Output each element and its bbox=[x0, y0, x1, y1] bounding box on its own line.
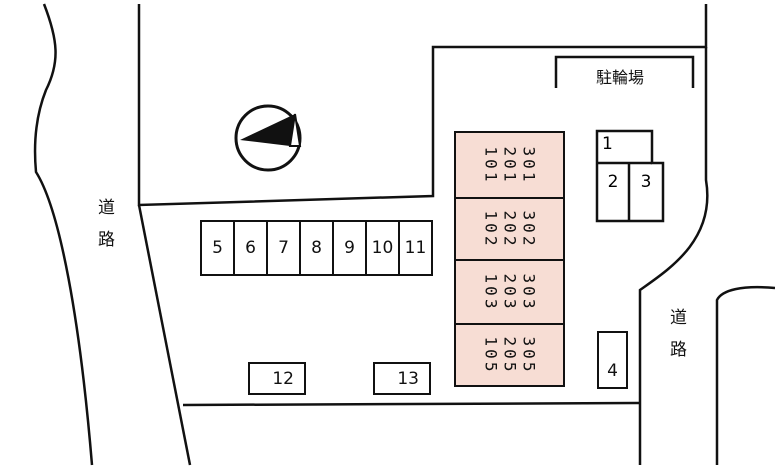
parking-slot-1: 1 bbox=[597, 131, 652, 163]
unit-103: 103 bbox=[481, 273, 500, 311]
parking-slot-6-label: 6 bbox=[245, 238, 256, 258]
parking-slot-4: 4 bbox=[597, 331, 628, 389]
parking-slot-7: 7 bbox=[266, 220, 301, 276]
right-road-label-char-2: 路 bbox=[670, 340, 687, 360]
left-road-label: 道 路 bbox=[98, 192, 115, 256]
parking-slot-6: 6 bbox=[233, 220, 268, 276]
unit-203: 203 bbox=[500, 273, 519, 311]
bicycle-parking-label: 駐輪場 bbox=[596, 68, 645, 87]
unit-202: 202 bbox=[500, 210, 519, 248]
parking-slot-11: 11 bbox=[398, 220, 433, 276]
north-arrow-icon bbox=[234, 104, 302, 172]
right-road-label-char-1: 道 bbox=[670, 308, 687, 328]
building-unit-column-2: 302 202 102 bbox=[454, 197, 565, 261]
parking-slot-3-label: 3 bbox=[640, 172, 652, 192]
parking-slot-1-label: 1 bbox=[602, 134, 613, 154]
parking-slot-8-label: 8 bbox=[311, 238, 322, 258]
building-unit-column-1: 301 201 101 bbox=[454, 131, 565, 199]
unit-205: 205 bbox=[500, 336, 519, 374]
right-road-edge bbox=[715, 285, 775, 465]
bicycle-parking-bracket bbox=[554, 55, 695, 88]
unit-105: 105 bbox=[481, 336, 500, 374]
parking-slot-12-label: 12 bbox=[272, 368, 294, 389]
parking-slot-3: 3 bbox=[629, 163, 663, 201]
parking-slot-4-label: 4 bbox=[607, 361, 618, 381]
left-inner-boundary bbox=[137, 204, 192, 466]
parking-slot-10-label: 10 bbox=[371, 238, 394, 258]
unit-101: 101 bbox=[481, 146, 500, 184]
unit-201: 201 bbox=[500, 146, 519, 184]
parking-slot-2: 2 bbox=[597, 163, 629, 201]
parking-slot-11-label: 11 bbox=[404, 238, 427, 258]
left-road-edge bbox=[33, 3, 94, 466]
parking-slot-5: 5 bbox=[200, 220, 235, 276]
parking-slot-5-label: 5 bbox=[212, 238, 223, 258]
unit-102: 102 bbox=[481, 210, 500, 248]
unit-303: 303 bbox=[519, 273, 538, 311]
building-unit-column-3: 303 203 103 bbox=[454, 259, 565, 325]
parking-slot-9-label: 9 bbox=[344, 238, 355, 258]
parking-slot-10: 10 bbox=[365, 220, 400, 276]
parking-slot-13: 13 bbox=[373, 362, 431, 395]
parking-slot-13-label: 13 bbox=[397, 368, 419, 389]
site-outline bbox=[137, 4, 708, 207]
unit-301: 301 bbox=[519, 146, 538, 184]
parking-slot-7-label: 7 bbox=[278, 238, 289, 258]
right-road-label: 道 路 bbox=[670, 302, 687, 366]
parking-slot-8: 8 bbox=[299, 220, 334, 276]
left-road-label-char-1: 道 bbox=[98, 198, 115, 218]
parking-slot-12: 12 bbox=[248, 362, 306, 395]
parking-slot-9: 9 bbox=[332, 220, 367, 276]
building-unit-column-4: 305 205 105 bbox=[454, 323, 565, 387]
unit-305: 305 bbox=[519, 336, 538, 374]
bottom-boundary bbox=[182, 401, 641, 407]
unit-302: 302 bbox=[519, 210, 538, 248]
slot-group-outline bbox=[595, 129, 665, 223]
left-road-label-char-2: 路 bbox=[98, 230, 115, 250]
upper-right-boundary bbox=[638, 47, 709, 465]
parking-slot-2-label: 2 bbox=[607, 172, 619, 192]
